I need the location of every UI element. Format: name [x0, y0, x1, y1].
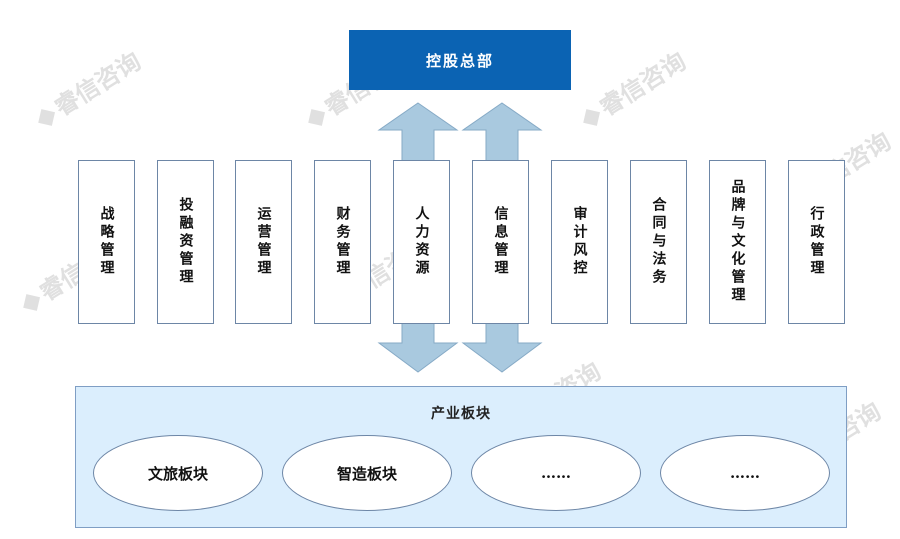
- segment-label: 智造板块: [336, 464, 397, 483]
- department-label: 审计风控: [571, 206, 588, 278]
- department-label: 战略管理: [98, 206, 115, 278]
- department-box: 财务管理: [314, 160, 371, 324]
- segment-ellipse: ……: [660, 435, 830, 511]
- headquarters-box: 控股总部: [349, 30, 571, 90]
- department-label: 财务管理: [334, 206, 351, 278]
- department-label: 信息管理: [492, 206, 509, 278]
- segment-ellipse: 智造板块: [282, 435, 452, 511]
- department-box: 审计风控: [551, 160, 608, 324]
- department-label: 品牌与文化管理: [729, 179, 746, 305]
- department-label: 合同与法务: [650, 197, 667, 287]
- department-box: 人力资源: [393, 160, 450, 324]
- industry-panel: 产业板块 文旅板块 智造板块 …… ……: [75, 386, 847, 528]
- segment-label: 文旅板块: [147, 464, 208, 483]
- department-label: 人力资源: [413, 206, 430, 278]
- department-box: 品牌与文化管理: [709, 160, 766, 324]
- segment-ellipse: ……: [471, 435, 641, 511]
- department-label: 运营管理: [255, 206, 272, 278]
- department-box: 行政管理: [788, 160, 845, 324]
- department-box: 运营管理: [235, 160, 292, 324]
- headquarters-label: 控股总部: [425, 51, 494, 70]
- industry-title: 产业板块: [431, 406, 491, 422]
- department-box: 合同与法务: [630, 160, 687, 324]
- segment-ellipse: 文旅板块: [93, 435, 263, 511]
- department-box: 信息管理: [472, 160, 529, 324]
- segment-label: ……: [541, 464, 571, 482]
- department-label: 投融资管理: [177, 197, 194, 287]
- segment-label: ……: [730, 464, 760, 482]
- department-box: 投融资管理: [157, 160, 214, 324]
- department-label: 行政管理: [808, 206, 825, 278]
- department-box: 战略管理: [78, 160, 135, 324]
